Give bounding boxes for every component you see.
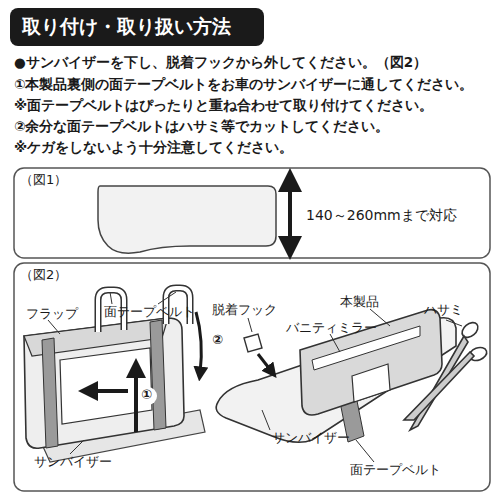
part-label: 面テープベルト [104, 304, 195, 319]
tape-belt [42, 338, 58, 448]
header-bar [10, 8, 264, 46]
callout-number: ① [141, 387, 152, 403]
instruction-text: ①本製品裏側の面テープベルトをお車のサンバイザーに通してください。 [14, 76, 473, 92]
leader-line [158, 292, 176, 304]
part-label: サンバイザー [272, 430, 350, 445]
part-label: サンバイザー [34, 454, 112, 469]
sun-visor [98, 186, 276, 253]
move-arrow [134, 368, 138, 432]
move-arrow [258, 354, 272, 372]
dimension-arrow [288, 180, 292, 248]
figure-frame [14, 168, 490, 258]
dimension-label: 140～260mmまで対応 [306, 207, 457, 224]
product-window [60, 348, 152, 424]
part-label: 本製品 [340, 294, 379, 309]
leader-line [248, 318, 252, 332]
leader-line [262, 410, 270, 430]
tape-belt [150, 320, 166, 430]
leader-line [70, 440, 84, 454]
figure-number: （図2） [20, 267, 67, 283]
part-label: 脱着フック [212, 302, 277, 317]
instruction-text: ②余分な面テープベルトはハサミ等でカットしてください。 [14, 118, 389, 134]
figure-number: （図1） [20, 172, 67, 188]
leader-line [110, 292, 112, 304]
part-label: バニティミラー [286, 320, 377, 335]
heading: 取り付け・取り扱い方法 [22, 15, 231, 38]
product-window [352, 364, 390, 402]
leader-line [330, 334, 340, 352]
figure-frame [14, 263, 490, 491]
move-arrow [88, 389, 128, 393]
leader-line [48, 320, 60, 334]
product-body [24, 318, 184, 448]
scissors [404, 320, 489, 430]
part-label: 面テープベルト [350, 462, 441, 477]
callout-number: ② [212, 332, 223, 348]
leader-line [356, 440, 374, 462]
instruction-text: ※ケガをしないよう十分注意してください。 [14, 139, 293, 155]
instruction-text: ※面テープベルトはぴったりと重ね合わせて取り付けてください。 [14, 97, 433, 113]
leader-line [446, 320, 462, 326]
move-arrow [196, 312, 201, 374]
part-label: フラップ [26, 306, 78, 321]
callout-ring [139, 387, 157, 405]
detach-hook [244, 334, 262, 352]
part-label: ハサミ [424, 302, 463, 317]
instruction-text: ●サンバイザーを下し、脱着フックから外してください。（図2） [14, 54, 427, 70]
